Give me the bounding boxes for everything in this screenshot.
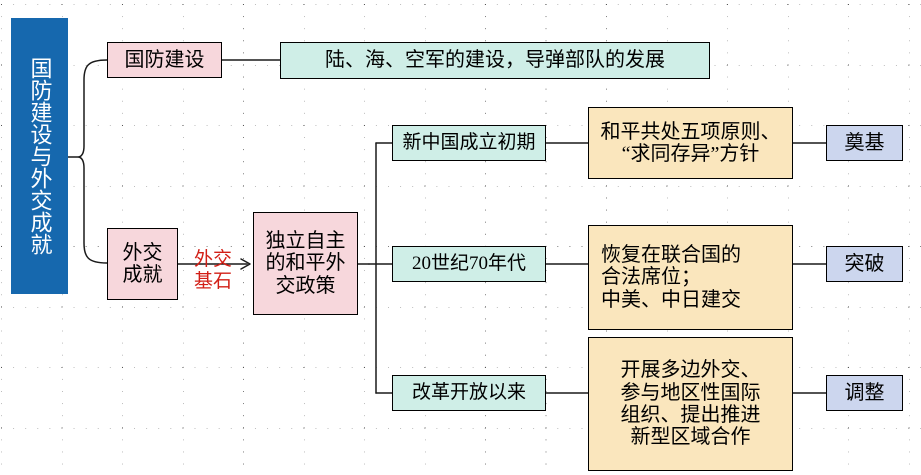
outcome-adjustment-label: 调整 [844, 381, 885, 404]
root-banner-label: 国防建设与外交成就 [27, 57, 53, 255]
outcome-foundation-label: 奠基 [844, 131, 885, 154]
policy-node-label: 独立自主 的和平外 交政策 [265, 229, 346, 297]
achievement-un-seat[interactable]: 恢复在联合国的 合法席位； 中美、中日建交 [588, 225, 793, 330]
defense-detail-label: 陆、海、空军的建设，导弹部队的发展 [325, 49, 665, 72]
outcome-adjustment[interactable]: 调整 [826, 375, 903, 411]
policy-node[interactable]: 独立自主 的和平外 交政策 [253, 212, 358, 315]
period-early-prc-label: 新中国成立初期 [402, 132, 536, 154]
achievement-multilateral-label: 开展多边外交、 参与地区性国际 组织、提出推进 新型区域合作 [620, 359, 761, 449]
outcome-breakthrough[interactable]: 突破 [826, 246, 903, 282]
achievement-multilateral[interactable]: 开展多边外交、 参与地区性国际 组织、提出推进 新型区域合作 [588, 337, 793, 471]
edge-label-diplomatic-cornerstone: 外交 基石 [184, 228, 242, 292]
root-banner: 国防建设与外交成就 [11, 18, 68, 294]
achievement-five-principles[interactable]: 和平共处五项原则、 “求同存异”方针 [588, 107, 793, 179]
branch-diplomacy[interactable]: 外交成就 [107, 228, 178, 300]
defense-detail[interactable]: 陆、海、空军的建设，导弹部队的发展 [280, 42, 710, 79]
edge-label-text: 外交 基石 [193, 249, 232, 292]
period-1970s-label: 20世纪70年代 [411, 253, 526, 275]
achievement-five-principles-label: 和平共处五项原则、 “求同存异”方针 [600, 120, 781, 165]
period-1970s[interactable]: 20世纪70年代 [392, 246, 546, 282]
achievement-un-seat-label: 恢复在联合国的 合法席位； 中美、中日建交 [601, 243, 741, 311]
outcome-foundation[interactable]: 奠基 [826, 125, 903, 161]
period-reform-era-label: 改革开放以来 [411, 382, 526, 404]
branch-defense-label: 国防建设 [124, 48, 205, 71]
branch-defense[interactable]: 国防建设 [107, 42, 222, 78]
period-reform-era[interactable]: 改革开放以来 [392, 375, 546, 411]
branch-diplomacy-label: 外交成就 [122, 241, 163, 286]
period-early-prc[interactable]: 新中国成立初期 [392, 125, 546, 161]
outcome-breakthrough-label: 突破 [844, 252, 885, 275]
